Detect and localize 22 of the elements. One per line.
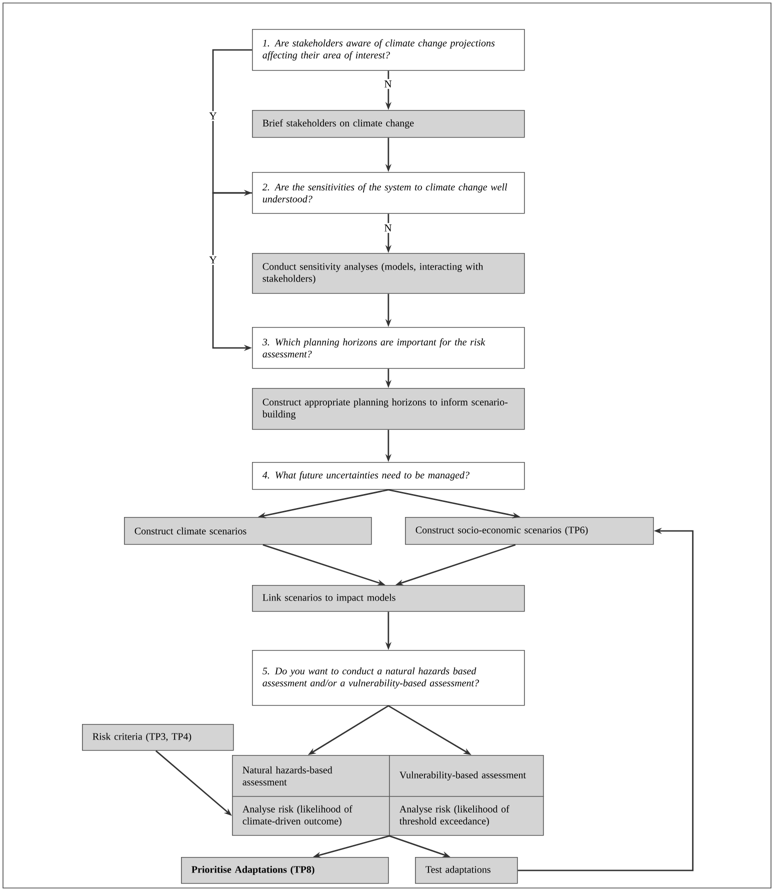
question-box: 1. Are stakeholders aware of climate change projections affecting their area of interest? — [252, 29, 525, 71]
process-box: Prioritise Adaptations (TP8) — [181, 857, 389, 884]
question-box: 5. Do you want to conduct a natural hazards based assessment and/or a vulnerability-based assessment? — [252, 650, 525, 706]
process-box: Brief stakeholders on climate change — [252, 110, 525, 138]
process-box: Construct socio-economic scenarios (TP6) — [405, 517, 654, 545]
table-cell: Analyse risk (likelihood of climate-driven outcome) — [232, 796, 390, 836]
process-box: Test adaptations — [415, 857, 518, 884]
table-cell: Analyse risk (likelihood of threshold exceedance) — [389, 796, 544, 836]
process-box: Construct climate scenarios — [124, 517, 372, 545]
table-cell: Vulnerability-based assessment — [389, 755, 544, 797]
process-box: Conduct sensitivity analyses (models, interacting with stakeholders) — [252, 253, 525, 294]
process-box: Link scenarios to impact models — [252, 585, 525, 612]
input-box: Risk criteria (TP3, TP4) — [82, 724, 234, 751]
question-box: 2. Are the sensitivities of the system to climate change well understood? — [252, 172, 525, 214]
table-cell: Natural hazards-based assessment — [232, 755, 390, 797]
edge-label: N — [382, 223, 394, 233]
edge-label: Y — [208, 111, 218, 121]
edge-label: Y — [208, 255, 218, 265]
process-box: Construct appropriate planning horizons to inform scenario-building — [252, 388, 525, 430]
question-box: 4. What future uncertainties need to be managed? — [252, 462, 525, 490]
edge-label: N — [382, 79, 394, 89]
question-box: 3. Which planning horizons are important for the risk assessment? — [252, 327, 525, 369]
